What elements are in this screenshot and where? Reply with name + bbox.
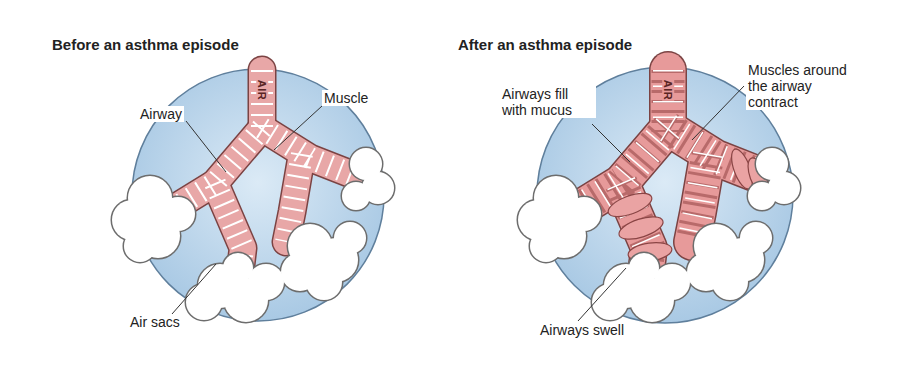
callout-label: Muscle <box>322 90 370 106</box>
leader-lines <box>172 86 744 321</box>
callout-label: Muscles around the airway contract <box>746 62 860 110</box>
air-sac-outline <box>112 148 394 322</box>
airflow-label: AIR <box>662 79 674 101</box>
air-sac <box>518 148 800 322</box>
callout-label: Air sacs <box>128 314 182 330</box>
air-sac-outline <box>518 148 800 322</box>
callout-label: Airways swell <box>538 322 626 338</box>
air-sac <box>112 148 394 322</box>
callout-label: Airways fill with mucus <box>500 86 596 118</box>
panel-heading: After an asthma episode <box>456 36 634 54</box>
airflow-label: AIR <box>256 79 268 101</box>
callout-label: Airway <box>138 106 184 122</box>
panel-heading: Before an asthma episode <box>50 36 241 54</box>
